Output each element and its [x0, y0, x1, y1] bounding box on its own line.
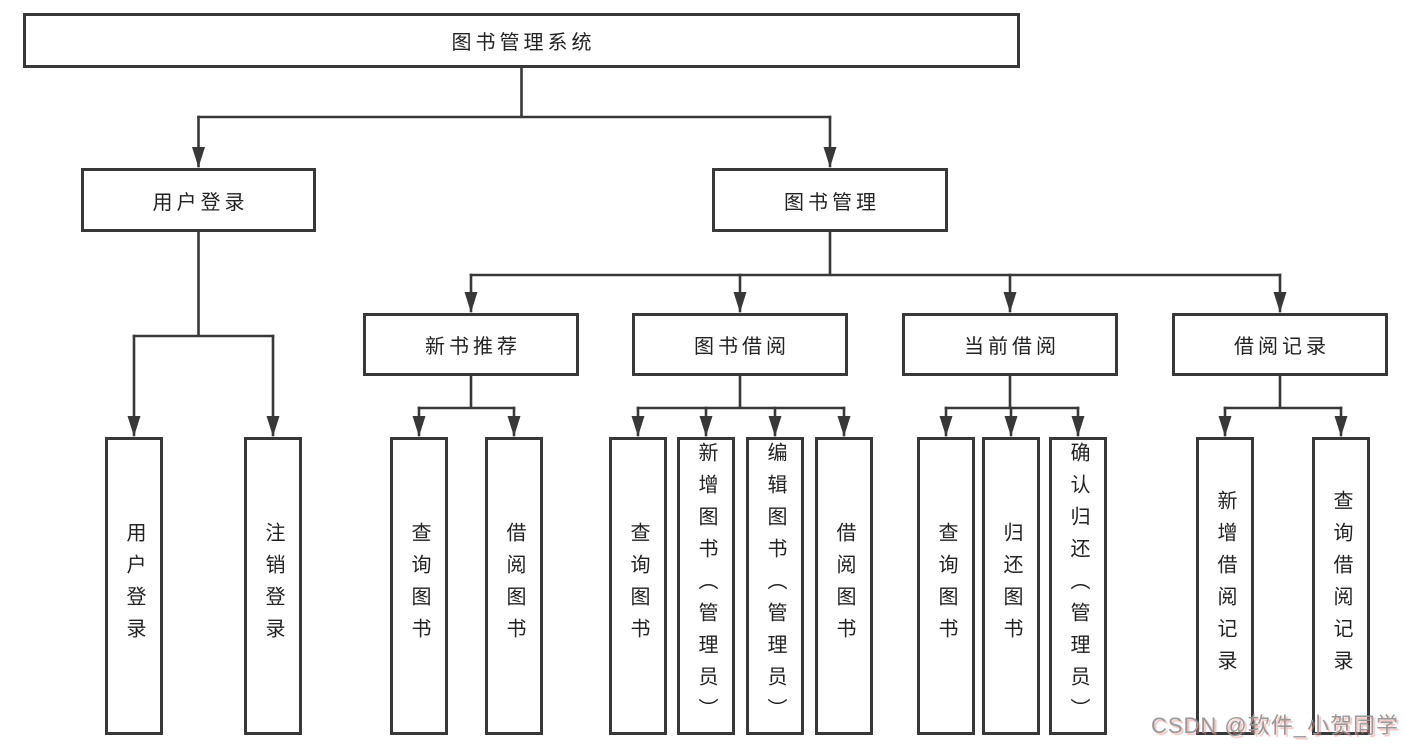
leaf-query-books-1-label: 查询图书 [408, 522, 430, 650]
connector-user-login-split [132, 230, 275, 338]
leaf-query-books-3: 查询图书 [917, 437, 975, 735]
leaf-edit-books-admin: 编辑图书（管理员） [746, 437, 804, 735]
leaf-logout-login-label: 注销登录 [262, 522, 284, 650]
connector-current-borrow-split [944, 374, 1080, 410]
csdn-watermark: CSDN @软件_小贺同学 [1150, 713, 1399, 738]
leaf-edit-books-admin-label: 编辑图书（管理员） [764, 442, 786, 730]
leaf-query-books-2: 查询图书 [609, 437, 667, 735]
leaf-query-books-1: 查询图书 [390, 437, 448, 735]
connector-book-management-split [469, 230, 1282, 277]
node-book-borrow: 图书借阅 [632, 313, 848, 376]
leaf-confirm-return-admin: 确认归还（管理员） [1049, 437, 1107, 735]
leaf-borrow-books-1: 借阅图书 [485, 437, 543, 735]
node-borrow-records: 借阅记录 [1172, 313, 1388, 376]
leaf-query-borrow-record: 查询借阅记录 [1312, 437, 1370, 735]
connector-new-book-split [417, 374, 516, 410]
leaf-logout-login: 注销登录 [244, 437, 302, 735]
leaf-query-books-2-label: 查询图书 [627, 522, 649, 650]
node-library-management-system: 图书管理系统 [23, 13, 1020, 68]
leaf-return-books: 归还图书 [982, 437, 1040, 735]
leaf-return-books-label: 归还图书 [1000, 522, 1022, 650]
leaf-borrow-books-1-label: 借阅图书 [503, 522, 525, 650]
leaf-add-books-admin-label: 新增图书（管理员） [695, 442, 717, 730]
connector-borrow-records-split [1223, 374, 1343, 410]
leaf-query-borrow-record-label: 查询借阅记录 [1330, 490, 1352, 682]
node-new-book-recommend: 新书推荐 [363, 313, 579, 376]
node-book-management: 图书管理 [712, 168, 948, 232]
leaf-user-login-label: 用户登录 [123, 522, 145, 650]
leaf-borrow-books-2: 借阅图书 [815, 437, 873, 735]
node-current-borrow: 当前借阅 [902, 313, 1118, 376]
leaf-add-borrow-record-label: 新增借阅记录 [1214, 490, 1236, 682]
leaf-query-books-3-label: 查询图书 [935, 522, 957, 650]
leaf-user-login: 用户登录 [105, 437, 163, 735]
leaf-confirm-return-admin-label: 确认归还（管理员） [1067, 442, 1089, 730]
connector-book-borrow-split [636, 374, 846, 410]
leaf-borrow-books-2-label: 借阅图书 [833, 522, 855, 650]
leaf-add-books-admin: 新增图书（管理员） [677, 437, 735, 735]
leaf-add-borrow-record: 新增借阅记录 [1196, 437, 1254, 735]
connector-root-split [197, 66, 832, 119]
node-user-login: 用户登录 [81, 168, 316, 232]
